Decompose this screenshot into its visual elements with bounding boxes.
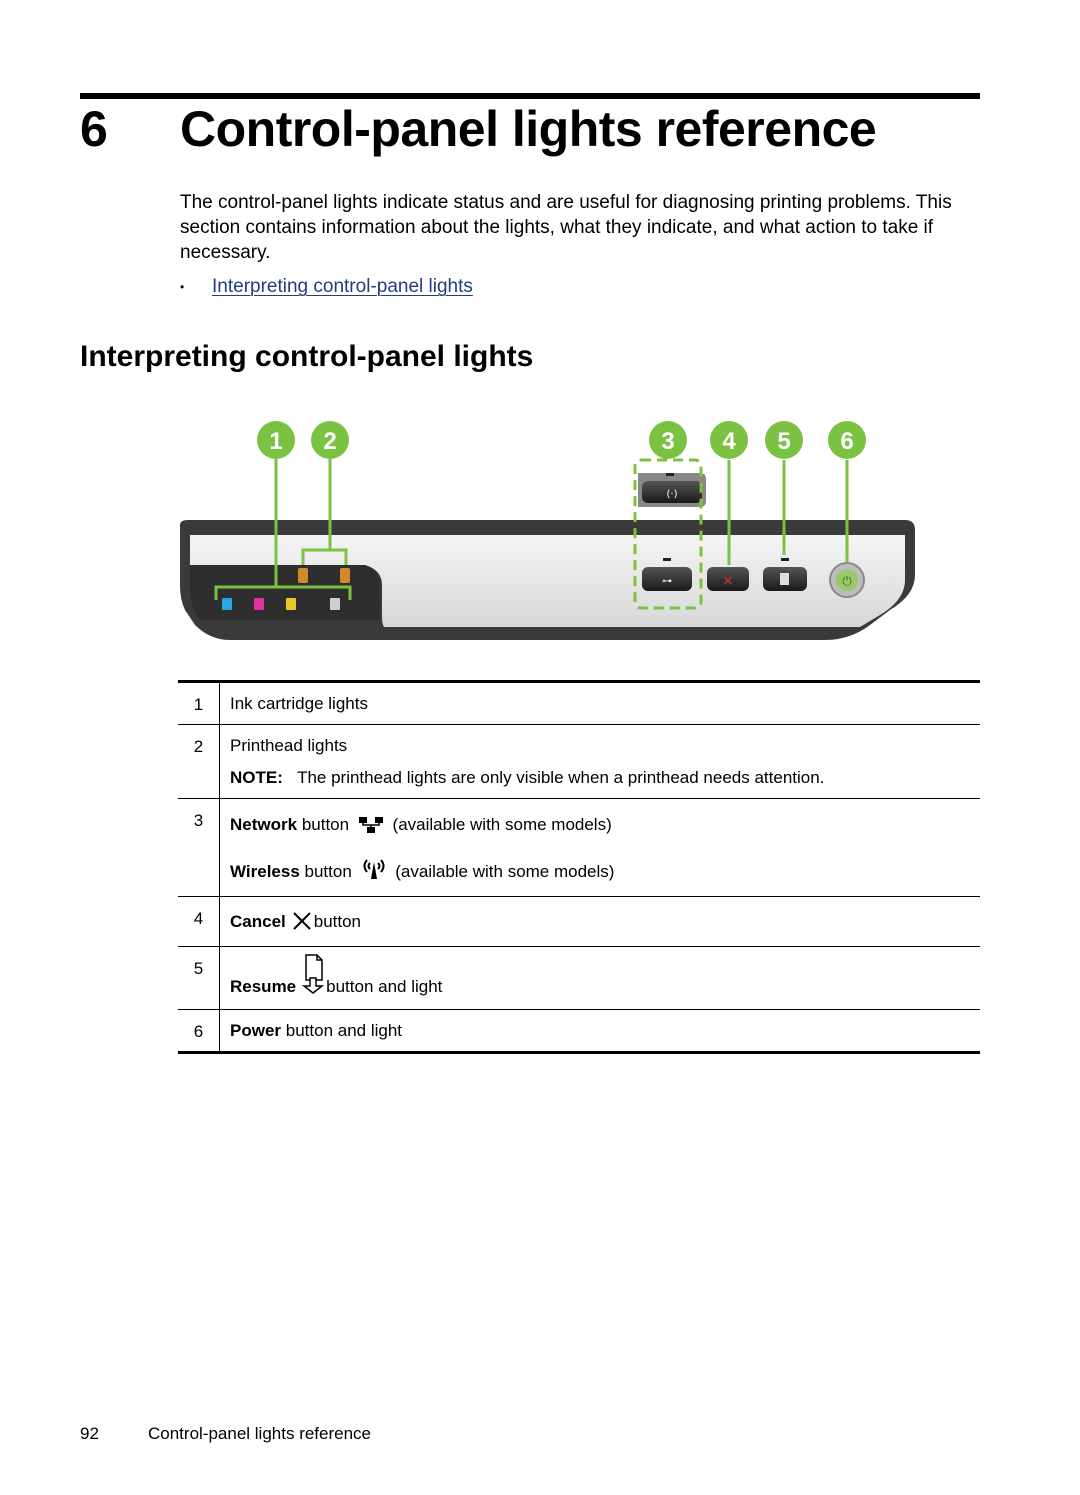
table-row: 5 Resume button and light [178, 947, 980, 1010]
row-content: Resume button and light [220, 947, 980, 1009]
callout-leaders-4-6 [727, 460, 849, 565]
toc-bullet: • [180, 279, 185, 294]
row-content: Cancel button [220, 897, 980, 946]
row-number: 5 [178, 947, 220, 1009]
network-button-word: button [301, 815, 350, 834]
table-row: 2 Printhead lights NOTE: The printhead l… [178, 725, 980, 799]
note-text: The printhead lights are only visible wh… [297, 768, 825, 787]
callout-3 [649, 421, 687, 459]
resume-line: Resume button and light [230, 954, 980, 999]
section-title: Interpreting control-panel lights [80, 340, 534, 373]
power-label: Power [230, 1021, 282, 1040]
control-panel-illustration: (‧) ⊶ × ⏻ 1 2 3 4 [180, 421, 915, 640]
wireless-line: Wireless button (available with some mod… [230, 857, 980, 886]
power-light [836, 569, 858, 591]
black-cartridge-icon [330, 598, 340, 610]
yellow-cartridge-icon [286, 598, 296, 610]
network-button [642, 567, 692, 591]
printhead-left-icon [298, 568, 308, 583]
cancel-icon: × [722, 573, 734, 589]
callout-3-label: 3 [661, 428, 674, 455]
resume-document-icon [300, 954, 325, 999]
wireless-icon [361, 857, 387, 886]
resume-label: Resume [230, 977, 297, 996]
table-row: 4 Cancel button [178, 897, 980, 947]
network-light [663, 558, 671, 561]
callout-1-label: 1 [269, 428, 282, 455]
row-content: Ink cartridge lights [220, 683, 980, 724]
chapter-heading: 6 Control-panel lights reference [80, 100, 877, 158]
row-content: Network button (available with some mode… [220, 799, 980, 896]
intro-paragraph: The control-panel lights indicate status… [180, 192, 952, 263]
ink-cartridge-lights-text: Ink cartridge lights [230, 694, 368, 713]
callout-2 [311, 421, 349, 459]
wireless-icon: (‧) [667, 489, 678, 500]
toc-link-interpreting-lights[interactable]: Interpreting control-panel lights [212, 276, 473, 297]
magenta-cartridge-icon [254, 598, 264, 610]
table-row: 3 Network button (available with some mo… [178, 799, 980, 897]
chapter-top-rule [80, 93, 980, 99]
wireless-button-word: button [304, 862, 352, 881]
cyan-cartridge-icon [222, 598, 232, 610]
callout-4-label: 4 [722, 428, 736, 455]
power-button-text: button and light [285, 1021, 403, 1040]
row-number: 1 [178, 683, 220, 724]
page-footer: 92 Control-panel lights reference [80, 1424, 371, 1444]
control-panel-figure: (‧) ⊶ × ⏻ 1 2 3 4 [170, 415, 930, 650]
cancel-label: Cancel [230, 912, 286, 931]
footer-title: Control-panel lights reference [148, 1424, 372, 1443]
network-availability: (available with some models) [392, 815, 612, 834]
resume-icon [780, 573, 789, 585]
resume-light [781, 558, 789, 561]
power-icon: ⏻ [842, 574, 852, 588]
network-line: Network button (available with some mode… [230, 815, 980, 839]
callout-5-label: 5 [777, 428, 790, 455]
cancel-button [707, 567, 749, 591]
callout-markers: 1 2 3 4 5 6 [257, 421, 866, 459]
callout-3-dashed-box [633, 458, 703, 610]
callout-2-label: 2 [323, 428, 336, 455]
note: NOTE: The printhead lights are only visi… [230, 768, 980, 788]
wireless-button [642, 481, 702, 503]
row-content: Power button and light [220, 1010, 980, 1051]
page-number: 92 [80, 1424, 99, 1443]
row-content: Printhead lights NOTE: The printhead lig… [220, 725, 980, 798]
row-number: 3 [178, 799, 220, 896]
chapter-number: 6 [80, 101, 108, 157]
chapter-title: Control-panel lights reference [180, 101, 877, 157]
row-number: 2 [178, 725, 220, 798]
printhead-lights-text: Printhead lights [230, 736, 348, 755]
note-label: NOTE: [230, 768, 283, 787]
callout-6-label: 6 [840, 428, 853, 455]
callout-1 [257, 421, 295, 459]
toc-list: • Interpreting control-panel lights [180, 276, 473, 298]
network-icon: ⊶ [662, 576, 672, 587]
network-label: Network [230, 815, 298, 834]
wireless-light [666, 473, 674, 476]
resume-button-text: button and light [326, 977, 443, 996]
table-row: 1 Ink cartridge lights [178, 683, 980, 725]
power-line: Power button and light [230, 1021, 980, 1041]
row-number: 6 [178, 1010, 220, 1051]
cancel-line: Cancel button [230, 911, 980, 936]
table-row: 6 Power button and light [178, 1010, 980, 1051]
wireless-label: Wireless [230, 862, 300, 881]
row-number: 4 [178, 897, 220, 946]
panel-surface [190, 535, 905, 627]
printhead-right-icon [340, 568, 350, 583]
printhead-lights [298, 568, 350, 583]
cancel-x-icon [292, 911, 312, 936]
callout-leaders-1-2 [214, 458, 352, 600]
callout-5 [765, 421, 803, 459]
network-icon [358, 816, 384, 839]
callout-4 [710, 421, 748, 459]
cancel-button-word: button [313, 912, 362, 931]
ink-cartridge-lights [222, 598, 340, 610]
wireless-availability: (available with some models) [395, 862, 615, 881]
lights-reference-table: 1 Ink cartridge lights 2 Printhead light… [178, 680, 980, 1054]
callout-6 [828, 421, 866, 459]
